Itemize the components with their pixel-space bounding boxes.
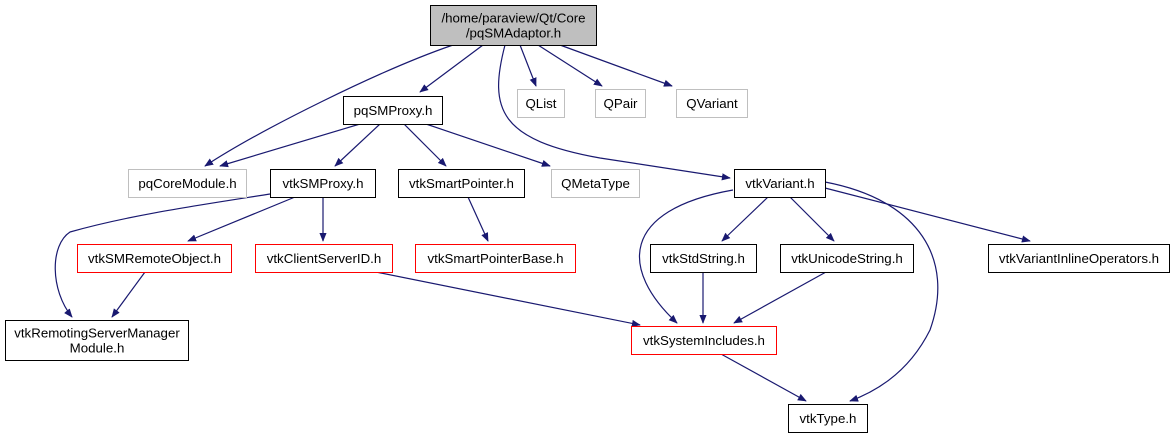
edge-root-to-QPair [537, 44, 603, 87]
node-box [650, 244, 757, 273]
edge-vtkVariant-to-vtkType [824, 181, 939, 402]
node-vtkVariant[interactable]: vtkVariant.h [734, 169, 826, 198]
edge-vtkClientServerID-to-vtkSystemIncludes [375, 271, 641, 327]
node-box [77, 244, 232, 273]
node-pqCoreModule: pqCoreModule.h [128, 169, 247, 198]
node-label: pqCoreModule.h [138, 176, 236, 191]
node-box [255, 244, 393, 273]
node-label: vtkType.h [800, 411, 857, 426]
edge-vtkSMProxy-to-vtkSMRemoteObject [187, 196, 296, 242]
node-label: vtkUnicodeString.h [791, 251, 903, 266]
edge-vtkUnicodeString-to-vtkSystemIncludes [733, 271, 827, 324]
edge-root-to-QList [519, 44, 537, 87]
node-box [430, 5, 597, 46]
node-box [788, 404, 868, 433]
node-label: vtkSMRemoteObject.h [88, 251, 221, 266]
node-label: pqSMProxy.h [354, 103, 433, 118]
node-box [595, 89, 646, 118]
edge-vtkVariant-to-vtkVariantInlineOperators [824, 187, 1031, 243]
node-vtkSmartPointerBase[interactable]: vtkSmartPointerBase.h [415, 244, 576, 273]
node-label: Module.h [70, 341, 125, 356]
edge-vtkVariant-to-vtkSystemIncludes [639, 189, 734, 324]
node-box [517, 89, 565, 118]
node-box [398, 169, 525, 198]
edge-root-to-pqCoreModule [204, 44, 454, 167]
node-label: vtkVariant.h [745, 176, 814, 191]
node-vtkUnicodeString[interactable]: vtkUnicodeString.h [780, 244, 914, 273]
edge-vtkSMRemoteObject-to-vtkRemotingServerManagerModule [111, 271, 146, 318]
node-label: vtkClientServerID.h [267, 251, 382, 266]
node-label: vtkSMProxy.h [282, 176, 363, 191]
node-vtkSystemIncludes[interactable]: vtkSystemIncludes.h [631, 326, 777, 355]
node-QVariant: QVariant [676, 89, 748, 118]
edges-layer [54, 44, 1031, 402]
node-box [631, 326, 777, 355]
node-vtkSMProxy[interactable]: vtkSMProxy.h [270, 169, 376, 198]
node-label: /home/paraview/Qt/Core [441, 11, 585, 26]
edge-pqSMProxy-to-vtkSMProxy [334, 123, 381, 167]
edge-root-to-pqSMProxy [419, 44, 484, 93]
edge-root-to-QVariant [559, 44, 673, 87]
node-box [343, 96, 443, 125]
node-vtkSmartPointer[interactable]: vtkSmartPointer.h [398, 169, 525, 198]
node-vtkClientServerID[interactable]: vtkClientServerID.h [255, 244, 393, 273]
node-box [270, 169, 376, 198]
edge-pqSMProxy-to-pqCoreModule [219, 123, 361, 168]
node-label: vtkSmartPointer.h [409, 176, 514, 191]
node-label: QVariant [686, 96, 738, 111]
edge-root-to-vtkVariant [498, 44, 731, 181]
node-box [734, 169, 826, 198]
node-root: /home/paraview/Qt/Core/pqSMAdaptor.h [430, 5, 597, 46]
node-label: QList [525, 96, 556, 111]
node-vtkStdString[interactable]: vtkStdString.h [650, 244, 757, 273]
node-label: vtkVariantInlineOperators.h [999, 251, 1159, 266]
node-label: vtkSystemIncludes.h [643, 333, 765, 348]
edge-vtkSmartPointer-to-vtkSmartPointerBase [467, 196, 489, 242]
node-vtkVariantInlineOperators[interactable]: vtkVariantInlineOperators.h [988, 244, 1170, 273]
node-label: vtkStdString.h [662, 251, 745, 266]
node-box [676, 89, 748, 118]
node-label: /pqSMAdaptor.h [466, 26, 561, 41]
edge-vtkVariant-to-vtkStdString [721, 196, 769, 242]
node-box [780, 244, 914, 273]
node-box [128, 169, 247, 198]
edge-vtkSystemIncludes-to-vtkType [720, 353, 807, 402]
node-box [415, 244, 576, 273]
edge-pqSMProxy-to-vtkSmartPointer [403, 123, 447, 167]
node-QList: QList [517, 89, 565, 118]
edge-vtkVariant-to-vtkUnicodeString [789, 196, 835, 242]
node-QMetaType: QMetaType [551, 169, 640, 198]
nodes-layer: /home/paraview/Qt/Core/pqSMAdaptor.h pqSM… [5, 5, 1170, 433]
node-pqSMProxy[interactable]: pqSMProxy.h [343, 96, 443, 125]
node-box [5, 320, 189, 361]
edge-pqSMProxy-to-QMetaType [425, 123, 551, 167]
node-vtkType[interactable]: vtkType.h [788, 404, 868, 433]
node-label: vtkRemotingServerManager [14, 326, 180, 341]
node-label: QMetaType [561, 176, 630, 191]
node-box [988, 244, 1170, 273]
node-vtkSMRemoteObject[interactable]: vtkSMRemoteObject.h [77, 244, 232, 273]
node-box [551, 169, 640, 198]
node-label: QPair [604, 96, 639, 111]
edge-vtkSMProxy-to-vtkRemotingServerManagerModule [54, 193, 271, 318]
node-QPair: QPair [595, 89, 646, 118]
node-label: vtkSmartPointerBase.h [428, 251, 564, 266]
